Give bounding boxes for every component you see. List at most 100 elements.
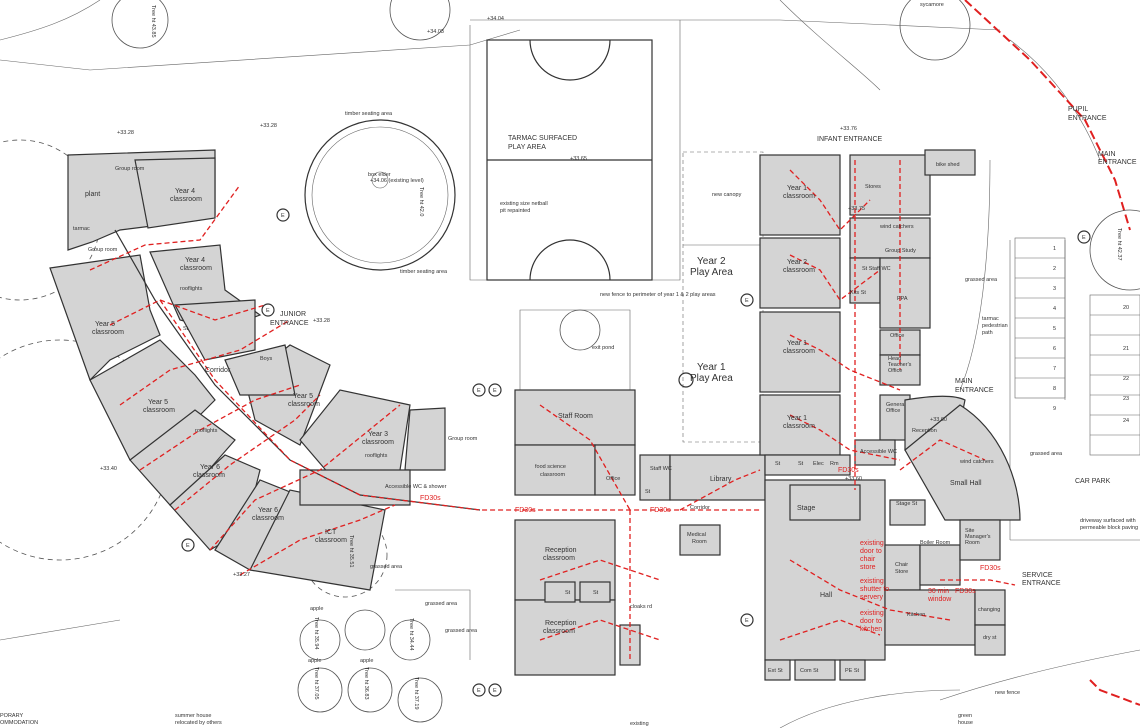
corridor-2: Corridor: [690, 505, 710, 511]
room-st-4: St: [593, 590, 599, 596]
room-year5-1b: classroom: [92, 329, 124, 336]
room-site-manager-c: Room: [965, 540, 980, 546]
room-st-6: St: [798, 461, 804, 467]
room-accessible-wc: Accessible WC & shower: [385, 484, 447, 490]
chair-door-note-b: door to: [860, 548, 882, 555]
marker-letter: E: [186, 543, 190, 549]
green-house: green: [958, 713, 972, 719]
temporary-accommodation-b: OMMODATION: [0, 720, 38, 726]
bay-number: 1: [1053, 246, 1056, 252]
year2-play-label-2: Play Area: [690, 267, 733, 278]
room-year1-1: Year 1: [787, 185, 807, 192]
room-year5-1: Year 5: [95, 321, 115, 328]
room-group-1: Group room: [115, 166, 145, 172]
room-elec: Elec: [813, 461, 824, 467]
level-10: +33.60: [845, 476, 862, 482]
tree-height-3: Tree ht 42.37: [1116, 228, 1122, 261]
room-rm-1: Rm: [830, 461, 839, 467]
room-chair-store-b: Store: [895, 569, 908, 575]
room-changing: changing: [978, 607, 1000, 613]
relined-note: pit repainted: [500, 208, 530, 214]
room-hall: Hall: [820, 592, 833, 599]
room-group-study: Group Study: [885, 248, 916, 254]
rooflights-3: rooflights: [365, 453, 388, 459]
site-grassed-1: grassed area: [965, 277, 998, 283]
bay-number: 7: [1053, 366, 1056, 372]
shutter-note: existing: [860, 578, 884, 585]
main-entrance-top-2: ENTRANCE: [1098, 159, 1137, 166]
room-food: food science: [535, 464, 566, 470]
marker-letter: E: [477, 388, 481, 394]
room-year1-2: Year 1: [787, 340, 807, 347]
room-year4-1b: classroom: [170, 196, 202, 203]
room-office-2: Office: [890, 333, 904, 339]
bay-number: 2: [1053, 266, 1056, 272]
room-year1-3: Year 1: [787, 415, 807, 422]
marker-letter: E: [477, 688, 481, 694]
summer-house-b: relocated by others: [175, 720, 222, 726]
site-grassed-2: grassed area: [1030, 451, 1063, 457]
marker-letter: E: [493, 388, 497, 394]
kitchen-door-note: existing: [860, 610, 884, 617]
room-st-5: St: [775, 461, 781, 467]
existing-label: existing: [630, 721, 649, 727]
room-boys: Boys: [260, 356, 272, 362]
room-st-staff-wc: St Staff WC: [862, 266, 891, 272]
year2-play-label: Year 2: [697, 256, 726, 267]
room-year6-1: Year 6: [200, 464, 220, 471]
room-year5-2: Year 5: [293, 393, 313, 400]
room-library: Library: [710, 476, 732, 483]
pupil-entrance: PUPIL: [1068, 106, 1088, 113]
tarmac-label: TARMAC SURFACED: [508, 135, 577, 142]
main-entrance-2: ENTRANCE: [955, 387, 994, 394]
room-year1-1b: classroom: [783, 193, 815, 200]
shutter-note-b: shutter to: [860, 586, 889, 593]
room-head-b: Teacher's: [888, 362, 912, 368]
room-ict-b: classroom: [315, 537, 347, 544]
new-fence-label: new fence: [995, 690, 1020, 696]
timber-seating-1: timber seating area: [345, 111, 393, 117]
bay-number: 6: [1053, 346, 1056, 352]
bay-number: 8: [1053, 386, 1056, 392]
play-level: +33.65: [570, 156, 587, 162]
chair-door-note-d: store: [860, 564, 876, 571]
level-9: +33.60: [930, 417, 947, 423]
room-ext-st: Ext St: [768, 668, 783, 674]
temporary-accommodation: PORARY: [0, 713, 23, 719]
timber-seating-circle: [304, 119, 456, 271]
room-reception-1b: classroom: [543, 555, 575, 562]
level-11: +33.75: [848, 206, 865, 212]
bay-number: 23: [1123, 396, 1129, 402]
fd30s-1: FD30s: [420, 495, 441, 502]
tree-height-6: Tree ht 37.05: [313, 667, 319, 700]
tree-height-1: Tree ht 43.85: [150, 5, 156, 38]
ped-path: tarmac: [982, 316, 999, 322]
room-medical: Medical: [687, 532, 706, 538]
room-year3b: classroom: [362, 439, 394, 446]
room-medical-b: Room: [692, 539, 707, 545]
kitchen-door-note-c: kitchen: [860, 626, 882, 633]
bay-number: 21: [1123, 346, 1129, 352]
window-note-b: window: [927, 596, 952, 603]
room-plant: plant: [85, 191, 100, 198]
room-office-1: Office: [606, 476, 620, 482]
room-year5-3b: classroom: [143, 407, 175, 414]
exit-pond: exit pond: [592, 345, 614, 351]
infant-entrance: INFANT ENTRANCE: [817, 136, 883, 143]
year1-play-label: Year 1: [697, 362, 726, 373]
room-reception-1: Reception: [545, 547, 577, 554]
room-year1-2b: classroom: [783, 348, 815, 355]
room-reception-2: Reception: [545, 620, 577, 627]
apple-1: apple: [310, 606, 323, 612]
ped-path-b: pedestrian: [982, 323, 1008, 329]
marker-letter: E: [266, 308, 270, 314]
timber-seating-2: timber seating area: [400, 269, 448, 275]
room-year5-2b: classroom: [288, 401, 320, 408]
junior-entrance: JUNIOR: [280, 311, 306, 318]
window-note: 30 min: [928, 588, 949, 595]
room-year3: Year 3: [368, 431, 388, 438]
room-kitchen: Kitchen: [907, 612, 925, 618]
escape-routes: [89, 160, 1016, 660]
apple-3: apple: [360, 658, 373, 664]
